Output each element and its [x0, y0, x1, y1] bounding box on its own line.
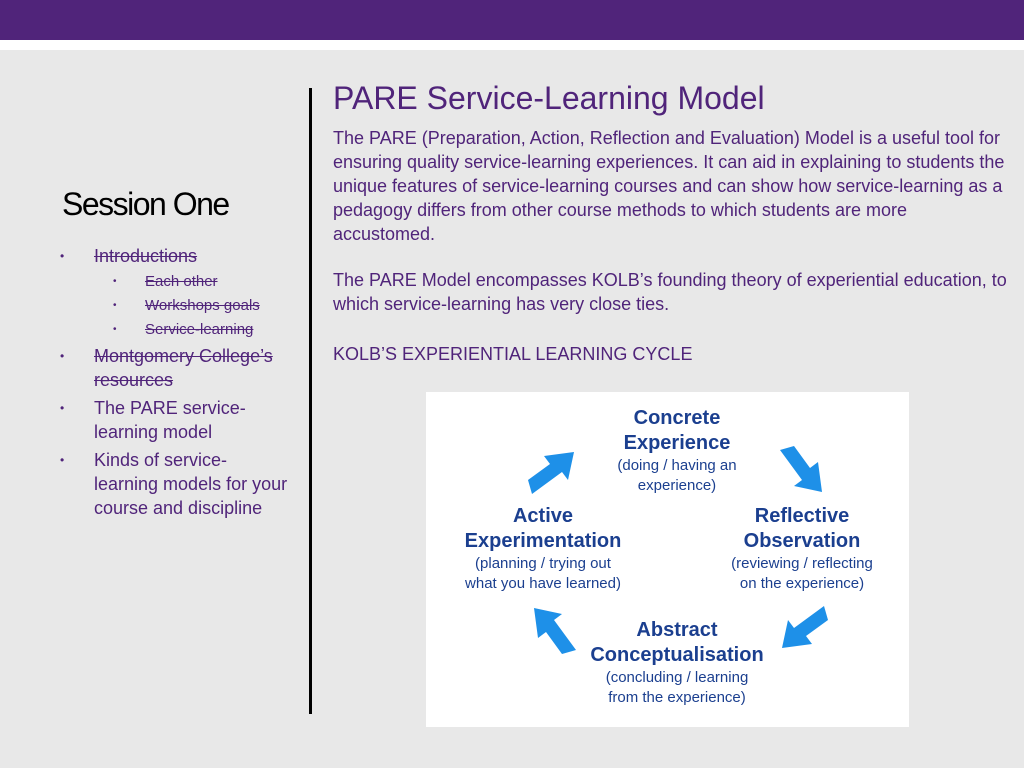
node-abstract-conceptualisation: Abstract Conceptualisation (concluding /… [562, 618, 792, 708]
agenda-subitem-label: Each other [145, 273, 218, 290]
arrow-down-right-icon [780, 446, 822, 492]
agenda-item-introductions: • Introductions [58, 244, 288, 268]
intro-paragraph: The PARE (Preparation, Action, Reflectio… [333, 128, 1005, 244]
arrow-up-right-icon [528, 452, 574, 494]
node-description: what you have learned) [465, 575, 621, 592]
bullet-icon: • [113, 276, 117, 287]
node-description: (reviewing / reflecting [731, 555, 873, 572]
vertical-divider [309, 88, 312, 714]
node-title: Abstract [636, 619, 718, 641]
node-title: Active [512, 505, 574, 527]
agenda-subitem-label: Service-learning [145, 321, 254, 338]
arrow-up-left-icon [534, 608, 576, 654]
agenda-item-kinds-of-models: • Kinds of service-learning models for y… [58, 448, 288, 520]
kolb-paragraph: The PARE Model encompasses KOLB’s foundi… [333, 270, 1007, 314]
node-title: Concrete [633, 407, 721, 429]
agenda-list: • Introductions • Each other • Workshops… [58, 244, 288, 524]
node-description: (planning / trying out [475, 555, 611, 572]
bullet-icon: • [60, 249, 65, 263]
cycle-heading: KOLB’S EXPERIENTIAL LEARNING CYCLE [333, 344, 693, 364]
bullet-icon: • [60, 401, 65, 415]
session-title: Session One [62, 186, 230, 222]
agenda-subitem-label: Workshops goals [145, 297, 260, 314]
arrow-down-left-icon [782, 606, 828, 648]
bullet-icon: • [60, 349, 65, 363]
node-title: Observation [743, 530, 861, 552]
header-bar [0, 0, 1024, 40]
agenda-item-pare-model: • The PARE service-learning model [58, 396, 288, 444]
agenda-item-montgomery-resources: • Montgomery College’s resources [58, 344, 288, 392]
node-description: from the experience) [608, 689, 746, 706]
header-gap [0, 40, 1024, 50]
bullet-icon: • [60, 453, 65, 467]
agenda-item-label: Montgomery College’s resources [94, 346, 273, 390]
node-description: on the experience) [739, 575, 865, 592]
node-title: Reflective [754, 505, 850, 527]
node-active-experimentation: Active Experimentation (planning / tryin… [432, 504, 654, 594]
node-description: experience) [637, 477, 717, 494]
agenda-subitem-service-learning: • Service-learning [58, 320, 288, 340]
node-description: (concluding / learning [605, 669, 749, 686]
node-title: Experimentation [464, 530, 622, 552]
page-title: PARE Service-Learning Model [333, 80, 765, 116]
bullet-icon: • [113, 324, 117, 335]
bullet-icon: • [113, 300, 117, 311]
agenda-subitem-each-other: • Each other [58, 272, 288, 292]
agenda-item-label: Introductions [94, 246, 198, 266]
node-description: (doing / having an [617, 457, 737, 474]
node-concrete-experience: Concrete Experience (doing / having an e… [572, 406, 782, 496]
agenda-subitem-workshops-goals: • Workshops goals [58, 296, 288, 316]
agenda-item-label: Kinds of service-learning models for you… [94, 450, 288, 518]
node-title: Conceptualisation [590, 644, 764, 666]
node-reflective-observation: Reflective Observation (reviewing / refl… [702, 504, 902, 594]
agenda-item-label: The PARE service-learning model [94, 398, 246, 442]
node-title: Experience [623, 432, 731, 454]
kolb-cycle-diagram: Concrete Experience (doing / having an e… [426, 392, 909, 727]
